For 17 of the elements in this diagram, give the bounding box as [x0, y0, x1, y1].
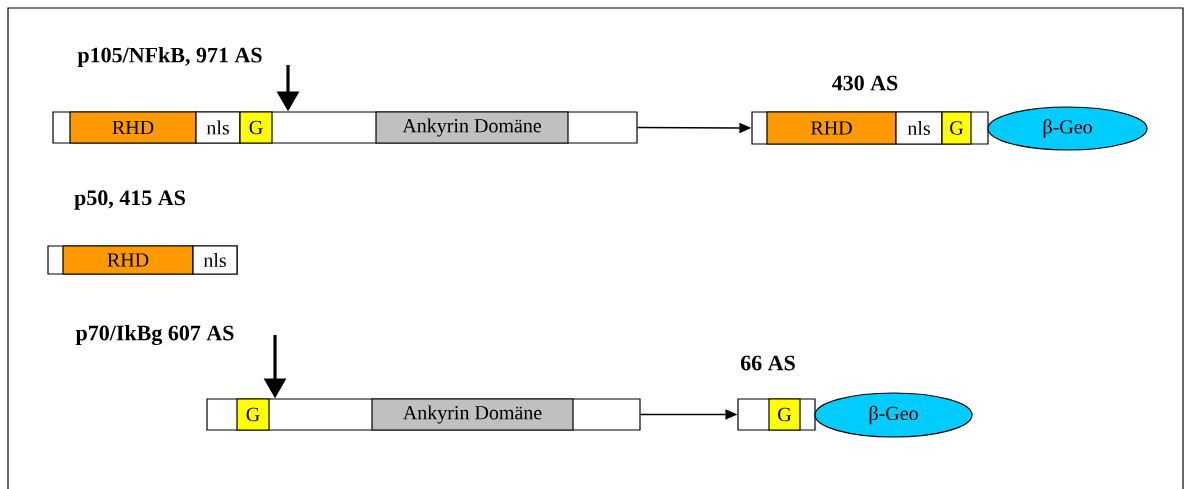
domain-box: G — [768, 398, 801, 431]
domain-box: G — [236, 398, 270, 431]
protein-label: 430 AS — [832, 75, 898, 91]
domain-box: nls — [192, 245, 238, 275]
domain-box: G — [941, 111, 972, 145]
domain-box: Ankyrin Domäne — [371, 398, 574, 431]
protein-label: p50, 415 AS — [74, 190, 185, 210]
domain-box: G — [239, 111, 273, 144]
domain-box: RHD — [766, 111, 897, 145]
protein-label: p105/NFkB, 971 AS — [77, 47, 262, 67]
protein-label: 66 AS — [740, 355, 795, 371]
domain-box: Ankyrin Domäne — [375, 111, 569, 144]
domain-box: RHD — [62, 245, 194, 275]
domain-box: nls — [195, 111, 241, 144]
domain-box: RHD — [69, 111, 197, 144]
protein-label: p70/IkBg 607 AS — [75, 324, 234, 346]
domain-box: nls — [895, 111, 943, 145]
